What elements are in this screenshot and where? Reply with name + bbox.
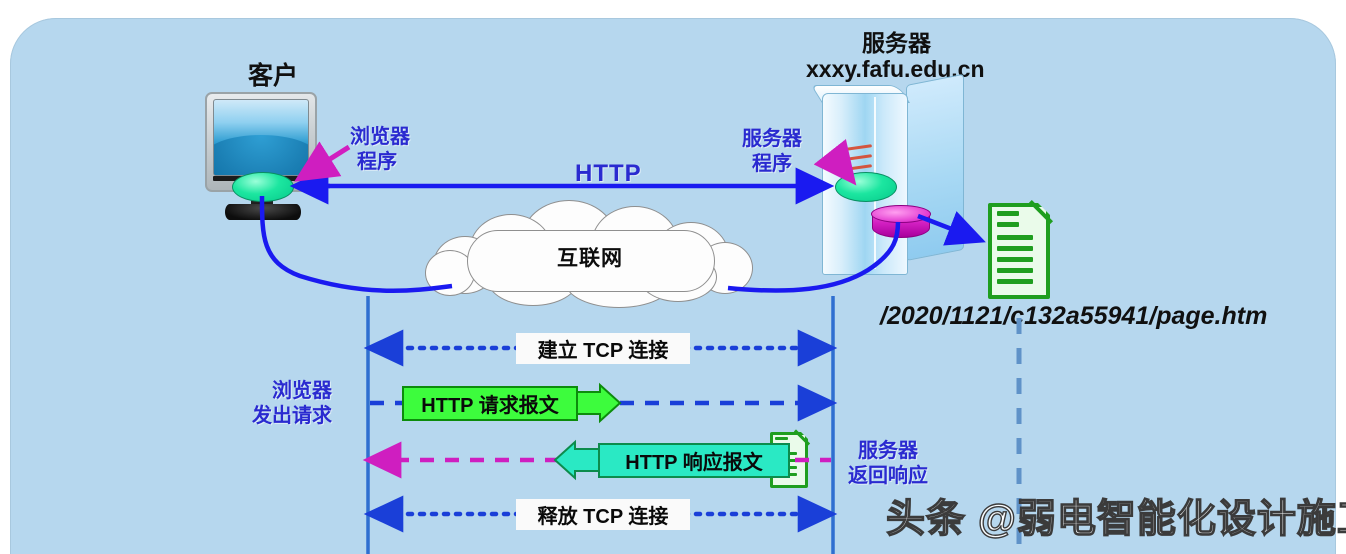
server-title: 服务器 <box>862 30 931 56</box>
step-http-request-label: HTTP 请求报文 <box>402 386 578 421</box>
server-program-label-line1: 服务器 <box>742 128 802 150</box>
sequence-right-actor-line1: 服务器 <box>858 440 918 462</box>
watermark-text: 头条 @弱电智能化设计施工 <box>885 497 1346 541</box>
response-document-icon <box>988 199 1054 299</box>
server-program-label-line2: 程序 <box>752 153 792 175</box>
sequence-left-actor-line2: 发出请求 <box>252 405 332 427</box>
internet-cloud-label: 互联网 <box>557 247 623 270</box>
client-title: 客户 <box>248 62 299 90</box>
server-database-icon <box>871 205 932 238</box>
sequence-right-actor-line2: 返回响应 <box>848 465 928 487</box>
browser-program-node-icon <box>232 172 294 202</box>
step-release-tcp-label: 释放 TCP 连接 <box>516 499 690 530</box>
http-protocol-label: HTTP <box>575 160 642 187</box>
step-establish-tcp-label: 建立 TCP 连接 <box>516 333 690 364</box>
server-program-node-icon <box>835 172 897 202</box>
resource-path-label: /2020/1121/c132a55941/page.htm <box>880 302 1268 330</box>
sequence-left-actor-line1: 浏览器 <box>272 380 332 402</box>
browser-program-label-line1: 浏览器 <box>350 126 410 148</box>
internet-cloud-icon: 互联网 <box>425 200 755 308</box>
step-http-response-label: HTTP 响应报文 <box>598 443 790 478</box>
browser-program-label-line2: 程序 <box>357 151 397 173</box>
